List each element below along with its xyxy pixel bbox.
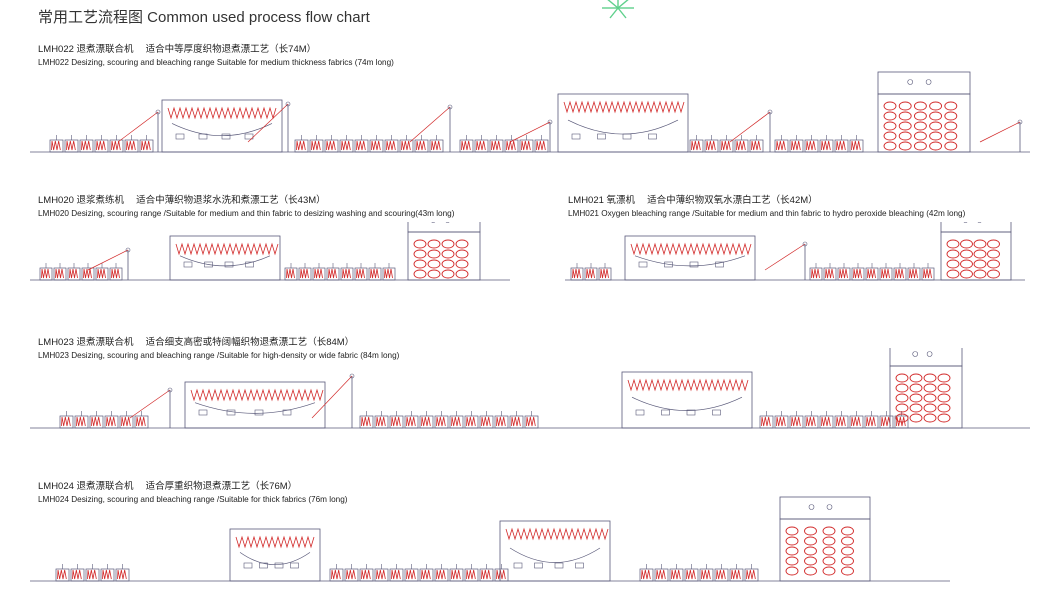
dryer-unit xyxy=(877,71,971,153)
steamer-unit xyxy=(621,371,753,429)
washer-boxes xyxy=(59,411,149,429)
lmh022-title-en: LMH022 Desizing, scouring and bleaching … xyxy=(38,58,394,67)
guide-mast xyxy=(509,119,553,152)
steamer-unit xyxy=(499,520,611,582)
steamer-unit xyxy=(624,235,756,281)
lmh022-process-line xyxy=(30,71,1030,153)
guide-mast xyxy=(311,373,355,428)
lmh021-process-line xyxy=(565,222,1025,281)
washer-boxes xyxy=(359,411,539,429)
washer-boxes xyxy=(55,564,130,582)
steamer-unit xyxy=(169,235,281,281)
steamer-unit xyxy=(229,528,321,582)
lmh023-title-en: LMH023 Desizing, scouring and bleaching … xyxy=(38,351,400,360)
dryer-unit xyxy=(779,496,871,582)
washer-boxes xyxy=(284,263,396,281)
guide-mast xyxy=(247,101,291,152)
dryer-unit xyxy=(889,348,963,429)
guide-mast xyxy=(764,241,808,280)
lmh020-title-en: LMH020 Desizing, scouring range /Suitabl… xyxy=(38,209,455,218)
steamer-unit xyxy=(557,93,689,153)
guide-mast xyxy=(729,109,773,152)
lmh020-title-cn: LMH020 退浆煮练机 适合中薄织物退浆水洗和煮漂工艺（长43M） xyxy=(38,195,326,206)
washer-boxes xyxy=(459,135,549,153)
dryer-unit xyxy=(940,222,1012,281)
guide-mast xyxy=(129,387,173,428)
star-icon xyxy=(602,0,634,19)
guide-mast xyxy=(117,109,161,152)
guide-mast xyxy=(409,104,453,152)
washer-boxes xyxy=(39,263,123,281)
washer-boxes xyxy=(774,135,864,153)
lmh024-title-cn: LMH024 退煮漂联合机 适合厚重织物退煮漂工艺（长76M） xyxy=(38,481,298,492)
washer-boxes xyxy=(570,263,612,281)
washer-boxes xyxy=(689,135,764,153)
washer-boxes xyxy=(329,564,509,582)
lmh020-process-line xyxy=(30,222,510,281)
washer-boxes xyxy=(639,564,759,582)
lmh021-title-en: LMH021 Oxygen bleaching range /Suitable … xyxy=(568,209,966,218)
steamer-unit xyxy=(161,99,283,153)
lmh022-title-cn: LMH022 退煮漂联合机 适合中等厚度织物退煮漂工艺（长74M） xyxy=(38,44,317,55)
lmh024-process-line xyxy=(30,496,950,582)
washer-boxes xyxy=(294,135,444,153)
guide-mast xyxy=(979,119,1023,152)
page-title: 常用工艺流程图 Common used process flow chart xyxy=(38,9,370,26)
washer-boxes xyxy=(809,263,935,281)
lmh021-title-cn: LMH021 氧漂机 适合中薄织物双氧水漂白工艺（长42M） xyxy=(568,195,818,206)
washer-boxes xyxy=(759,411,909,429)
dryer-unit xyxy=(407,222,481,281)
steamer-unit xyxy=(184,381,326,429)
lmh023-process-line xyxy=(30,348,1030,429)
lmh024-title-en: LMH024 Desizing, scouring and bleaching … xyxy=(38,495,348,504)
lmh023-title-cn: LMH023 退煮漂联合机 适合细支高密或特阔幅织物退煮漂工艺（长84M） xyxy=(38,337,355,348)
guide-mast xyxy=(87,247,131,280)
washer-boxes xyxy=(49,135,154,153)
